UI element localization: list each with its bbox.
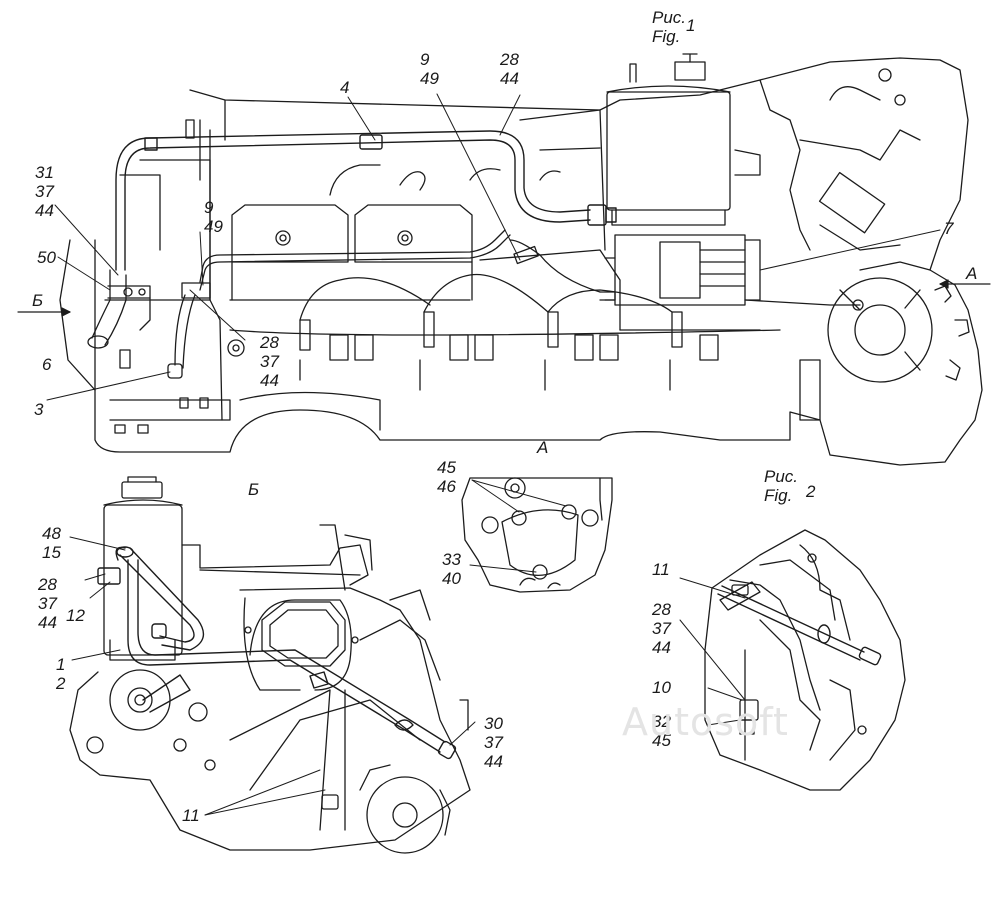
direction-arrows bbox=[17, 279, 991, 317]
callout-7: 7 bbox=[944, 219, 954, 238]
callout-3: 3 bbox=[34, 400, 44, 419]
figure1-title: Рис. Fig. bbox=[652, 8, 686, 46]
leader-lines-fig2 bbox=[679, 577, 746, 726]
pressure-pipe-4 bbox=[115, 130, 617, 271]
view-b-assembly bbox=[69, 476, 471, 854]
figure1-title-ru: Рис. bbox=[652, 8, 687, 27]
figure1-number: 1 bbox=[686, 16, 696, 35]
hose-6-and-clamp bbox=[87, 269, 211, 379]
callout-12: 12 bbox=[66, 606, 85, 625]
injector-row bbox=[227, 311, 719, 361]
rod-end bbox=[852, 299, 864, 311]
return-pipe-9 bbox=[199, 229, 616, 301]
callout-10: 10 bbox=[652, 678, 671, 697]
figure2-pipe bbox=[717, 585, 882, 666]
leader-lines-view-a bbox=[469, 479, 567, 573]
view-a-title: А bbox=[537, 438, 549, 457]
watermark: Autosoft bbox=[622, 700, 789, 744]
reservoir-tank-fig1 bbox=[604, 53, 761, 306]
figure2-number: 2 bbox=[806, 482, 816, 501]
callout-11-fig2: 11 bbox=[652, 560, 670, 579]
view-a-pump-flange bbox=[461, 477, 613, 593]
arrow-b-label: Б bbox=[32, 291, 44, 310]
callout-11-b: 11 bbox=[182, 806, 200, 825]
leader-lines-fig1 bbox=[46, 93, 941, 401]
callout-4: 4 bbox=[340, 78, 350, 97]
view-b-pipe bbox=[97, 546, 457, 760]
leader-lines-view-b bbox=[69, 536, 476, 816]
rod-right bbox=[744, 299, 861, 306]
callout-50: 50 bbox=[37, 248, 56, 267]
arrow-a-label: А bbox=[966, 264, 978, 283]
figure2-title: Рис.Fig. bbox=[764, 467, 799, 505]
figure1-title-en: Fig. bbox=[652, 27, 681, 46]
callout-6: 6 bbox=[42, 355, 52, 374]
figure2-detail bbox=[704, 529, 906, 791]
view-b-title: Б bbox=[248, 480, 260, 499]
